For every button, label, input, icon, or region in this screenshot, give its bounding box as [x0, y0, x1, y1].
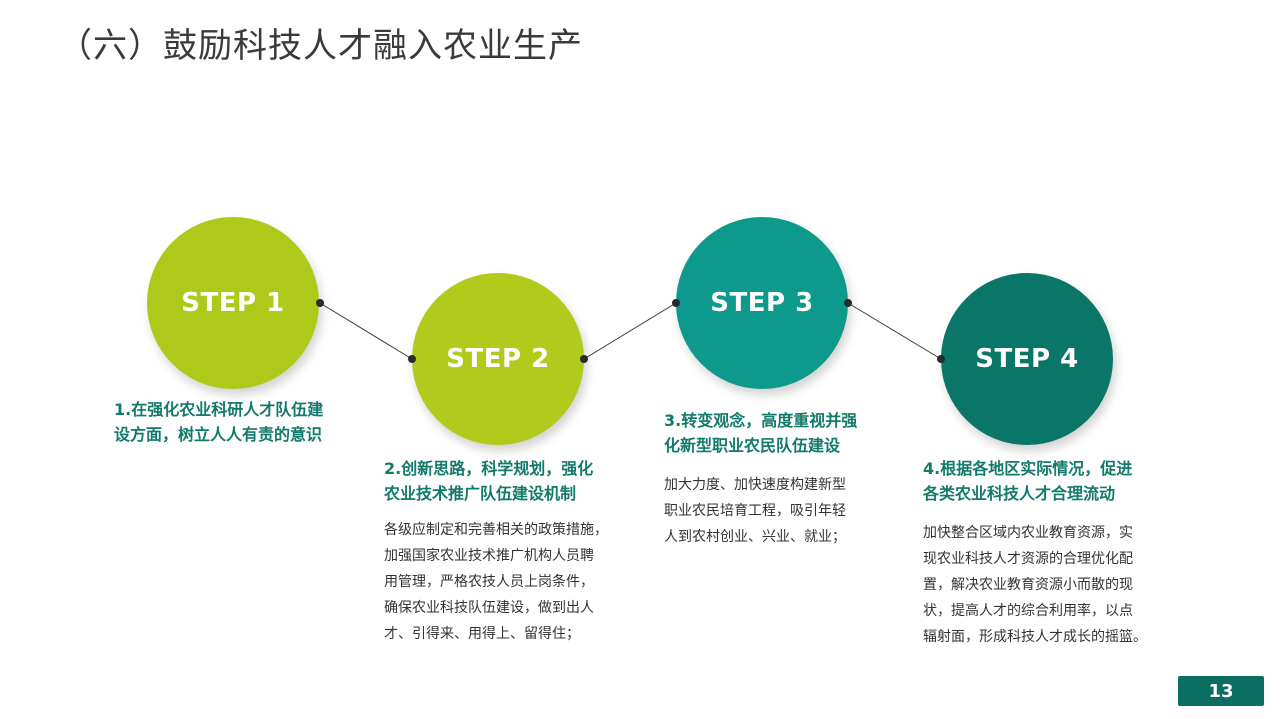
step-3-body: 加大力度、加快速度构建新型 职业农民培育工程，吸引年轻 人到农村创业、兴业、就业… — [664, 477, 846, 545]
connector-dot — [316, 299, 324, 307]
step-4-heading: 4.根据各地区实际情况，促进 各类农业科技人才合理流动 — [923, 459, 1133, 503]
connector-dot — [672, 299, 680, 307]
slide-title: （六）鼓励科技人才融入农业生产 — [58, 26, 583, 66]
step-4-circle: STEP 4 — [941, 273, 1113, 445]
step-3-heading: 3.转变观念，高度重视并强 化新型职业农民队伍建设 — [664, 411, 858, 455]
connector-dot — [408, 355, 416, 363]
step-1-heading: 1.在强化农业科研人才队伍建 设方面，树立人人有责的意识 — [114, 400, 324, 444]
connector-dot — [937, 355, 945, 363]
connector-dot — [580, 355, 588, 363]
connector-2-3 — [583, 302, 677, 360]
step-2-body: 各级应制定和完善相关的政策措施， 加强国家农业技术推广机构人员聘 用管理，严格农… — [384, 522, 608, 642]
step-3-circle: STEP 3 — [676, 217, 848, 389]
step-1-circle: STEP 1 — [147, 217, 319, 389]
step-2-heading: 2.创新思路，科学规划，强化 农业技术推广队伍建设机制 — [384, 459, 594, 503]
connector-dot — [844, 299, 852, 307]
connector-3-4 — [847, 302, 942, 360]
page-number-badge: 13 — [1178, 676, 1264, 706]
connector-1-2 — [319, 302, 413, 360]
step-4-body: 加快整合区域内农业教育资源，实 现农业科技人才资源的合理优化配 置，解决农业教育… — [923, 525, 1147, 645]
step-2-circle: STEP 2 — [412, 273, 584, 445]
